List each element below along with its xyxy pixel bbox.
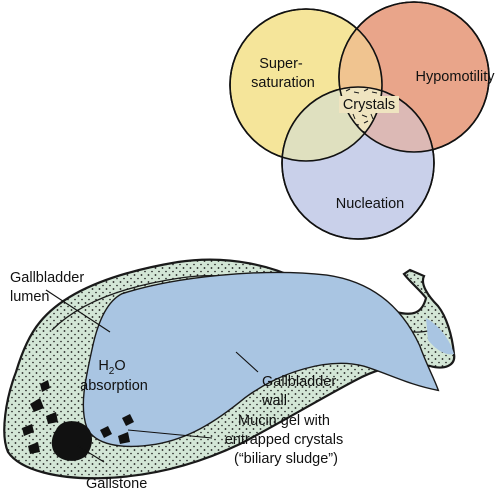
gallbladder-diagram: Gallbladder lumen H2O absorption Gallbla… (3, 258, 456, 492)
overlap-bc (339, 87, 434, 152)
venn-diagram: Super- saturation Hypomotility Nucleatio… (229, 1, 496, 240)
h2o-absorption-label: H2O absorption (80, 358, 148, 394)
wall-label: Gallbladder wall (261, 374, 340, 409)
biliary-sludge-label: Mucin gel with entrapped crystals (“bili… (225, 413, 348, 467)
gallstone-leader (77, 445, 105, 463)
crystals-label: Crystals (343, 97, 395, 113)
wall-leader (235, 351, 259, 373)
nucleation-label: Nucleation (336, 196, 405, 212)
sludge-leader (127, 429, 213, 439)
hypomotility-label: Hypomotility (416, 69, 496, 85)
gallbladder-lumen (82, 271, 440, 448)
crystals-label-backdrop (339, 96, 399, 113)
lumen-label: Gallbladder lumen (10, 270, 88, 305)
lumen-leader (45, 289, 111, 333)
gallstone-label: Gallstone (86, 476, 147, 492)
crystal-fragments (22, 380, 134, 454)
cystic-duct-opening (426, 318, 454, 355)
overlap-ac (282, 87, 382, 161)
gallstone (51, 421, 92, 461)
supersaturation-label: Super- saturation (251, 56, 315, 91)
